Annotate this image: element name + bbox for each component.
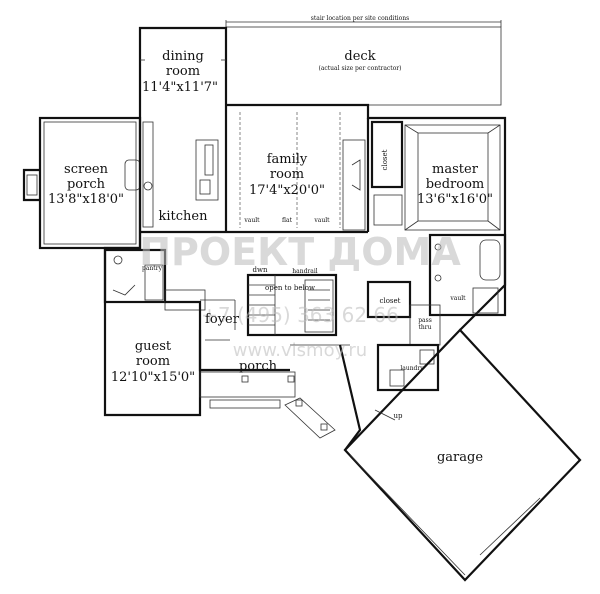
guest-room-label-2: room xyxy=(136,354,170,369)
stair xyxy=(246,273,338,337)
dining-room-label: dining xyxy=(162,49,204,64)
family-room-label: family xyxy=(267,152,308,167)
garage xyxy=(338,328,582,582)
garage-label: garage xyxy=(437,450,483,465)
stair-location-note: stair location per site conditions xyxy=(311,15,409,22)
laundry-label: laundry xyxy=(400,365,424,372)
master-bedroom-walls xyxy=(370,120,501,231)
hall-closet-laundry xyxy=(366,280,441,392)
open-to-below-label: open to below xyxy=(265,284,315,292)
family-room-size: 17'4"x20'0" xyxy=(249,183,325,198)
watermark-phone: +7 (495) 363 62 66 xyxy=(201,303,399,327)
master-bath xyxy=(428,233,507,317)
dining-room-walls xyxy=(138,26,228,118)
dining-room-size: 11'4"x11'7" xyxy=(142,80,218,95)
watermark-url: www.vismoy.ru xyxy=(233,340,367,361)
dining-room-label-2: room xyxy=(166,64,200,79)
garage-up-label: up xyxy=(394,412,404,420)
master-closet-label: closet xyxy=(381,149,389,170)
kitchen-fixtures xyxy=(142,121,219,228)
handrail-label: handrail xyxy=(292,268,318,275)
vault-note-family-left: vault xyxy=(243,217,260,224)
deck-label: deck xyxy=(344,49,375,64)
pantry-label: pantry xyxy=(142,265,163,272)
guest-room-label: guest xyxy=(135,339,172,354)
screen-porch-label-2: porch xyxy=(67,177,106,192)
screen-porch-label: screen xyxy=(64,162,109,177)
guest-room-walls xyxy=(103,275,235,417)
stair-down-label: dwn xyxy=(253,266,268,274)
family-room-interior xyxy=(239,112,366,231)
deck-note: (actual size per contractor) xyxy=(318,65,401,72)
watermark: ПРОЕКТ ДОМА +7 (495) 363 62 66 www.vismo… xyxy=(139,230,461,361)
screen-porch-size: 13'8"x18'0" xyxy=(48,192,124,207)
vault-note-family-right: vault xyxy=(313,217,330,224)
family-room-label-2: room xyxy=(270,167,304,182)
hall-closet-label: closet xyxy=(380,297,401,305)
foyer-label: foyer xyxy=(205,312,240,327)
master-bedroom-label-2: bedroom xyxy=(426,177,485,192)
walkway xyxy=(284,397,336,439)
pass-thru-label-2: thru xyxy=(418,324,431,331)
porch xyxy=(199,371,296,409)
vault-note-bath: vault xyxy=(449,295,466,302)
flat-note: flat xyxy=(282,217,293,224)
master-bedroom-label: master xyxy=(432,162,479,177)
watermark-brand: ПРОЕКТ ДОМА xyxy=(139,230,461,274)
kitchen-label: kitchen xyxy=(159,209,209,224)
porch-label: porch xyxy=(239,359,278,374)
master-bedroom-size: 13'6"x16'0" xyxy=(417,192,493,207)
guest-room-size: 12'10"x15'0" xyxy=(111,370,195,385)
pass-thru-label: pass xyxy=(418,317,432,324)
